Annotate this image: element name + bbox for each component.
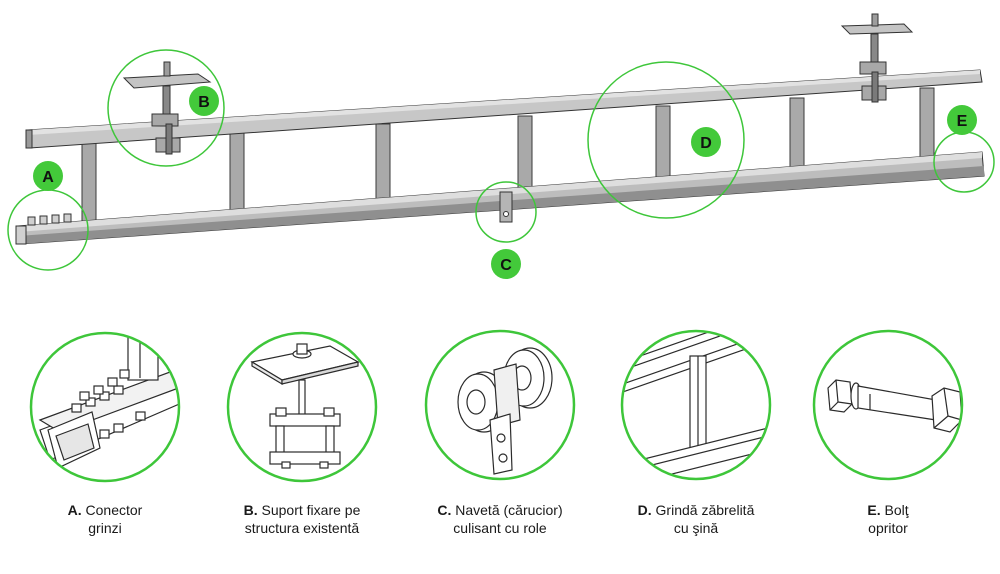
caption-a-line1: Conector (85, 502, 143, 518)
caption-d: D. Grindă zăbrelită cu şină (616, 501, 776, 537)
caption-d-line1: Grindă zăbrelită (655, 502, 755, 518)
connector-bolts (15, 213, 72, 245)
caption-b: B. Suport fixare pe structura existentă (222, 501, 382, 537)
badge-b: B (189, 86, 219, 116)
caption-c-line1: Navetă (cărucior) (455, 502, 563, 518)
caption-d-letter: D. (637, 502, 652, 518)
beam-top-rail (25, 69, 983, 149)
highlight-circle-b (107, 49, 225, 167)
svg-text:D: D (700, 135, 712, 152)
caption-c-letter: C. (437, 502, 452, 518)
stop-bolt-icon (812, 329, 964, 481)
mounting-bracket-icon (226, 331, 378, 483)
beam-connector-icon (29, 331, 181, 483)
lattice-beam-overview (15, 13, 985, 245)
lattice-beam-icon (620, 329, 772, 481)
caption-d-line2: cu şină (673, 520, 719, 536)
caption-e-line1: Bolţ (884, 502, 909, 518)
caption-b-letter: B. (243, 502, 258, 518)
caption-a-letter: A. (67, 502, 82, 518)
highlight-circle-c (475, 181, 537, 243)
roller-trolley-icon (424, 329, 576, 481)
caption-e-letter: E. (867, 502, 881, 518)
svg-text:E: E (957, 113, 968, 130)
highlight-circle-d (587, 61, 745, 219)
svg-text:A: A (42, 169, 54, 186)
svg-text:C: C (500, 257, 512, 274)
caption-e-line2: opritor (868, 520, 908, 536)
bracket-overview-right (840, 13, 914, 103)
caption-c-line2: culisant cu role (453, 520, 547, 536)
svg-text:B: B (198, 94, 210, 111)
caption-b-line2: structura existentă (244, 520, 360, 536)
caption-b-line1: Suport fixare pe (261, 502, 361, 518)
caption-c: C. Navetă (cărucior) culisant cu role (420, 501, 580, 537)
badge-a: A (33, 161, 63, 191)
bracket-overview-left (122, 61, 212, 155)
caption-a: A. Conector grinzi (25, 501, 185, 537)
beam-posts (81, 87, 935, 223)
caption-a-line2: grinzi (88, 520, 122, 536)
badge-d: D (691, 127, 721, 157)
caption-e: E. Bolţ opritor (808, 501, 968, 537)
badge-c: C (491, 249, 521, 279)
badge-e: E (947, 105, 977, 135)
shuttle-hanger (499, 191, 513, 223)
